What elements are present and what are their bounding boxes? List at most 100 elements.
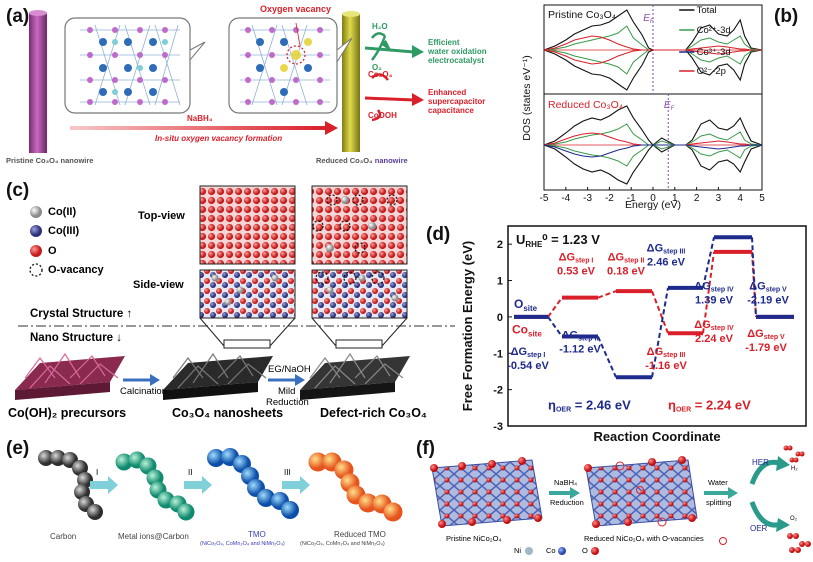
urhe-value: ⁰ = 1.23 V (542, 232, 600, 247)
co2-legend: Co(II) (48, 206, 77, 218)
fermi-label-top: EF (643, 13, 654, 25)
urhe-sub: RHE (525, 240, 543, 249)
energy-connector (547, 297, 563, 318)
co-site-label: Cosite (512, 322, 542, 338)
panel-b-label: (b) (774, 6, 799, 27)
step-value: 0.53 eV (557, 266, 596, 278)
step-name: ΔGstep II (608, 252, 645, 265)
nabh4-label-f: NaBH₄ (554, 478, 578, 487)
reduced-tmo-formula-caption: (NiCo₂O₄, CoMn₂O₄ and NiMn₂O₄) (300, 541, 385, 547)
o2-label-f: O₂ (790, 516, 797, 522)
oxygen-vacancy-marker (286, 45, 306, 65)
energy-connector (547, 316, 563, 338)
o-site-label: Osite (514, 297, 538, 313)
dos-bottom-title: Reduced Co₃O₄ (548, 99, 623, 111)
step-iii-label: III (284, 468, 291, 477)
cooh-label: CoOOH (368, 111, 397, 120)
energy-ytick-label: -1 (493, 348, 503, 360)
water-oxidation-text: Efficient water oxidation electrocatalys… (428, 38, 487, 65)
co3-legend-ball (30, 225, 42, 237)
energy-connector (702, 251, 715, 334)
step-name: ΔGstep III (647, 242, 686, 255)
nano-structure-label: Nano Structure ↓ (30, 332, 123, 344)
water-text-2: water oxidation (428, 47, 487, 56)
urhe-label: URHE⁰ = 1.23 V (516, 232, 600, 249)
eg-naoh-label: EG/NaOH (268, 364, 311, 375)
step-name: ΔGstep I (511, 346, 546, 359)
cap-text-3: capacitance (428, 106, 474, 115)
panel-e: (e) I II III Carbon Metal ions@Carbon TM… (0, 438, 412, 562)
vacancy-legend: O-vacancy (48, 264, 104, 276)
step-name: ΔGstep III (647, 346, 686, 359)
tmo-caption: TMO (248, 530, 266, 539)
dos-xtick-label: 4 (737, 193, 743, 204)
o-legend: O (48, 245, 57, 257)
step-sub: step III (663, 352, 685, 359)
carbon-caption: Carbon (50, 532, 77, 541)
dos-xlabel: Energy (eV) (625, 199, 681, 211)
step-sub: step III (663, 248, 685, 255)
nanosheets-caption: Co₃O₄ nanosheets (172, 406, 284, 420)
precursors-caption: Co(OH)₂ precursors (8, 406, 127, 420)
water-text-1: Efficient (428, 38, 460, 47)
step-value: 0.18 eV (607, 266, 646, 278)
dos-legend-label: Co³⁺-3d (697, 47, 731, 58)
energy-connector (751, 237, 757, 317)
panel-c: (c) (0, 178, 462, 430)
tmo-chain (207, 448, 299, 519)
dos-legend-label: Total (697, 5, 717, 16)
dos-xtick-label: -2 (605, 193, 614, 204)
splitting-label-f: splitting (706, 498, 732, 507)
reduced-tmo-chain (308, 452, 403, 522)
step-value: 2.24 eV (695, 333, 734, 345)
oer-label: OER (750, 524, 768, 533)
fermi-label-bottom: EF (664, 100, 675, 112)
water-label-f: Water (708, 478, 728, 487)
dos-o2p-down-reduced (543, 144, 762, 158)
carbon-chain (38, 450, 103, 520)
step-sub: step V (764, 334, 785, 341)
energy-ylabel: Free Formation Energy (eV) (460, 241, 475, 411)
eta-oer-o-site: ηOER = 2.46 eV (548, 398, 631, 414)
dos-xtick-label: 5 (759, 193, 765, 204)
fermi-label-bottom-sub: F (671, 106, 675, 112)
o-legend-f: O (582, 546, 588, 555)
step-sub: step IV (711, 287, 734, 294)
tmo-formula-caption: (NiCo₂O₄, CoMn₂O₄ and NiMn₂O₄) (200, 541, 285, 547)
energy-connector (702, 237, 715, 289)
co2-legend-ball (30, 206, 42, 218)
energy-connector (651, 287, 669, 378)
reduced-tmo-caption: Reduced TMO (334, 530, 386, 539)
top-view-label: Top-view (138, 210, 185, 222)
o-legend-ball-f (591, 547, 599, 555)
step-name: ΔGstep I (559, 252, 594, 265)
mild-label: Mild (278, 386, 296, 397)
panel-c-figure (15, 185, 455, 400)
step-sub: step I (527, 352, 545, 359)
panel-f: (f) NaBH₄ Reduction Water splitting HER … (412, 438, 813, 562)
dos-o2p-down (543, 49, 762, 65)
step-name: ΔGstep V (749, 281, 787, 294)
eta-oer-co-value: = 2.24 eV (691, 398, 751, 413)
energy-ytick-label: 2 (497, 239, 503, 251)
fermi-label-top-sub: F (650, 19, 654, 25)
dos-xtick-label: 3 (716, 193, 722, 204)
in-situ-label: In-situ oxygen vacancy formation (155, 134, 283, 143)
ni-legend: Ni (514, 546, 522, 555)
co-site-sub: site (528, 329, 542, 338)
step-sub: step II (578, 336, 598, 343)
energy-xlabel: Reaction Coordinate (593, 429, 720, 443)
water-text-3: electrocatalyst (428, 56, 485, 65)
panel-f-figure (430, 445, 811, 555)
step-value: -1.12 eV (559, 344, 601, 356)
vacancy-legend-ring (29, 263, 43, 277)
step-value: -0.54 eV (507, 360, 549, 372)
step-sub: step I (575, 258, 593, 265)
h2o-label: H₂O (372, 22, 388, 31)
eta-oer-o-value: = 2.46 eV (571, 398, 631, 413)
step-i-label: I (96, 468, 99, 477)
eta-oer-co-sub: OER (676, 407, 691, 414)
crystal-structure-label: Crystal Structure ↑ (30, 308, 133, 320)
